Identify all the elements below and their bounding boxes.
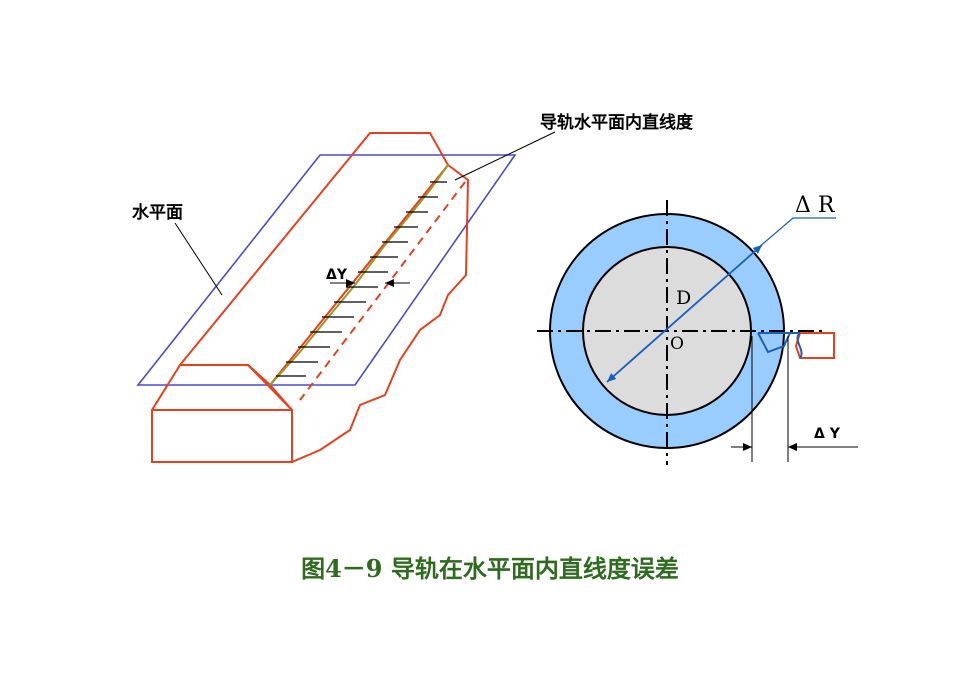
delta-y-left-label: ΔY (326, 267, 348, 283)
deviation-guideline (269, 164, 449, 386)
rail-straightness-label: 导轨水平面内直线度 (540, 112, 694, 133)
section-figure: Δ R D O Δ Y (537, 193, 858, 465)
delta-r-leader (757, 217, 836, 249)
rail-hidden-edge (299, 181, 466, 401)
delta-r-label: Δ R (795, 193, 836, 218)
horizontal-plane-shape (136, 154, 517, 386)
plane-leader (174, 222, 223, 296)
straightness-leader (454, 131, 556, 181)
rail-body (151, 132, 470, 463)
diameter-arrow (606, 244, 763, 383)
rail-figure: ΔY 水平面 导轨水平面内直线度 (132, 112, 694, 463)
diameter-label: D (676, 287, 691, 309)
horizontal-plane-label: 水平面 (132, 202, 183, 223)
deviation-hatching (276, 181, 447, 377)
center-label: O (670, 334, 684, 354)
cutting-tool (757, 332, 835, 359)
delta-y-right-label: Δ Y (814, 426, 841, 442)
figure-caption: 图4－9 导轨在水平面内直线度误差 (301, 554, 679, 583)
